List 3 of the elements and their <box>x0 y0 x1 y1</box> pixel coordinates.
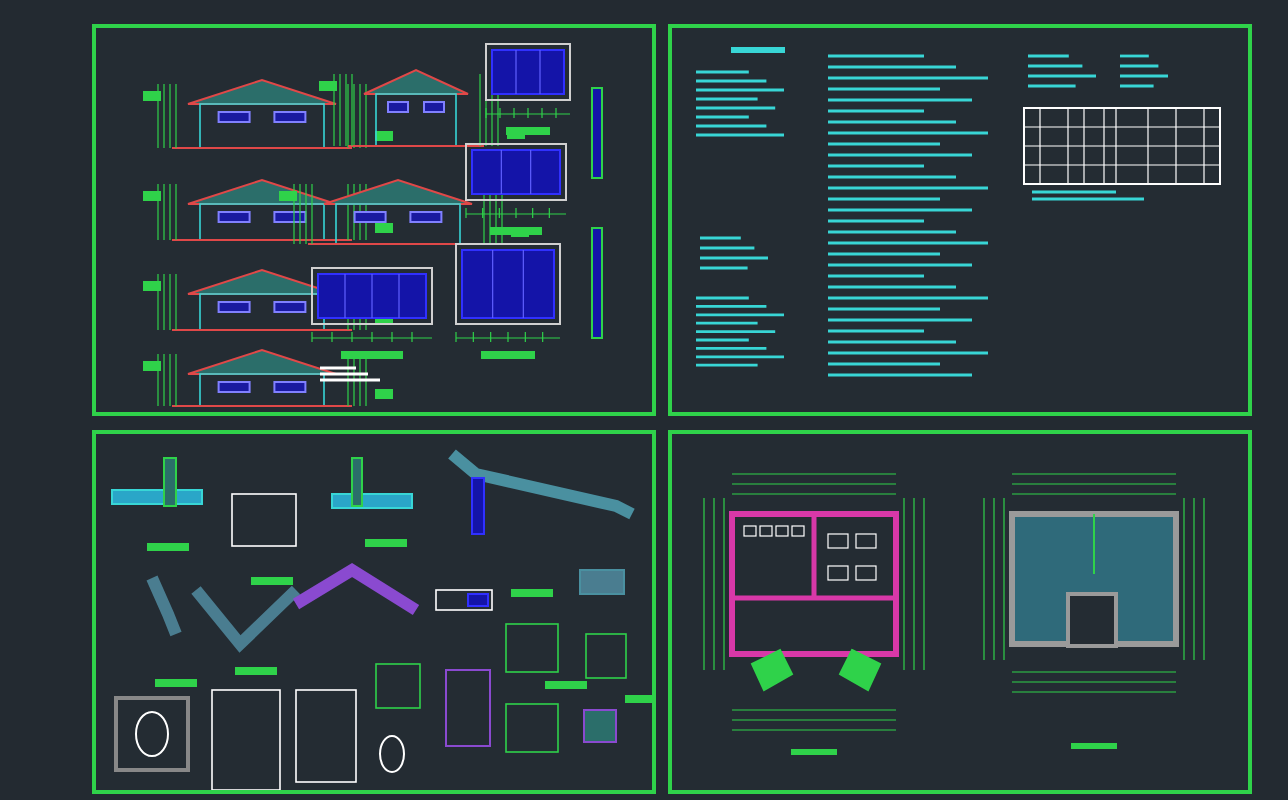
drawing-sheet <box>668 24 1252 416</box>
drawing-sheet <box>92 24 656 416</box>
drawing-sheet <box>668 430 1252 794</box>
